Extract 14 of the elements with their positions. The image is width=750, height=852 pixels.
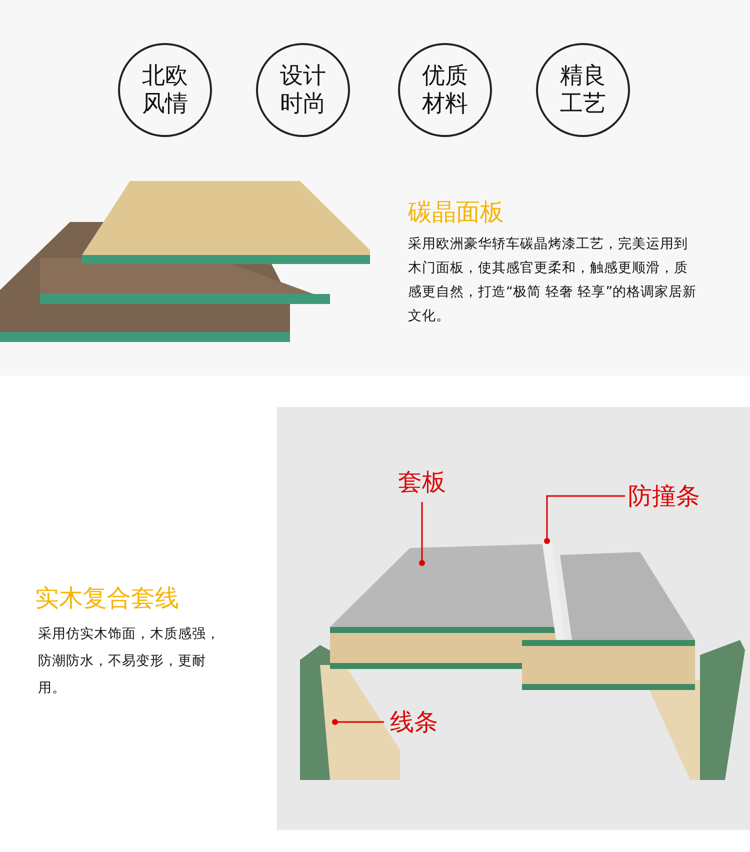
leader-line (544, 495, 625, 544)
circle-badge: 精良工艺 (536, 43, 630, 137)
circle-badge: 北欧风情 (118, 43, 212, 137)
callout-label: 防撞条 (628, 480, 700, 512)
leader-line (332, 719, 384, 725)
description-text: 采用仿实木饰面，木质感强，防潮防水，不易变形，更耐用。 (38, 625, 221, 698)
callout-label: 线条 (390, 706, 438, 738)
section-heading: 碳晶面板 (408, 197, 504, 228)
leader-line (419, 502, 425, 566)
section-heading: 实木复合套线 (35, 583, 179, 614)
callout-label: 套板 (398, 466, 446, 498)
description-text: 采用欧洲豪华轿车碳晶烤漆工艺，完美运用到木门面板，使其感官更柔和，触感更顺滑，质感更自然，打造“极简 轻奢 轻享”的格调家居新文化。 (408, 235, 698, 326)
circle-badge: 设计时尚 (256, 43, 350, 137)
circle-badge: 优质材料 (398, 43, 492, 137)
